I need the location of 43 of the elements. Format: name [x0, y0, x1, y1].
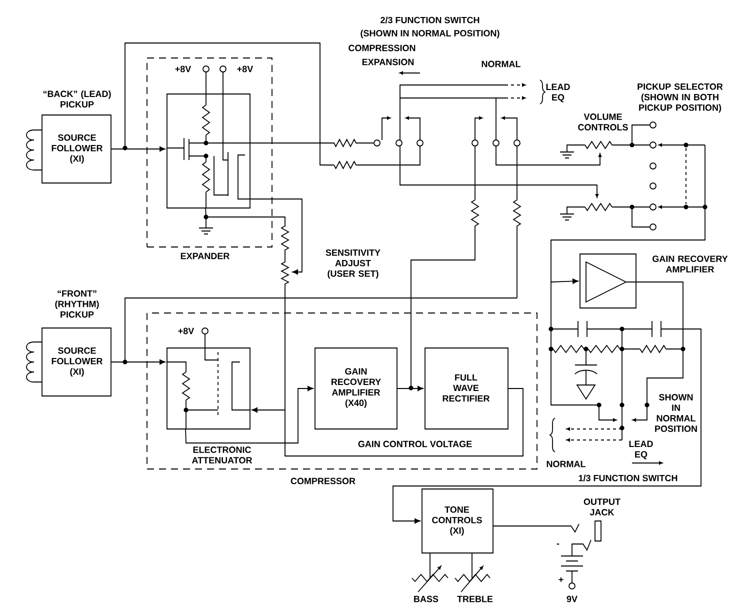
switch-label: 1/3 FUNCTION SWITCH — [578, 474, 678, 482]
switch-label: (SHOWN IN NORMAL POSITION) — [360, 30, 500, 38]
control-label: BASS — [414, 596, 438, 602]
jack-label: OUTPUT JACK — [584, 498, 620, 516]
mode-label: NORMAL — [482, 60, 520, 68]
voltage-label: 9V — [566, 596, 578, 602]
rectifier-box: FULL WAVE RECTIFIER — [424, 348, 508, 430]
group-label: EXPANDER — [180, 252, 230, 260]
switch-label: 2/3 FUNCTION SWITCH — [380, 16, 480, 24]
mode-label: NORMAL — [546, 460, 586, 468]
note-label: SHOWN IN NORMAL POSITION — [655, 394, 697, 432]
source-follower-box: SOURCE FOLLOWER (XI) — [42, 114, 112, 184]
arrow — [250, 198, 302, 275]
amplifier-label: GAIN RECOVERY AMPLIFIER — [652, 256, 728, 272]
output-label: LEAD EQ — [546, 84, 570, 102]
tone-control-box: TONE CONTROLS (XI) — [422, 488, 494, 554]
group-label: COMPRESSOR — [290, 478, 356, 484]
edge-label: GAIN CONTROL VOLTAGE — [356, 440, 474, 448]
polarity-label: - — [556, 544, 560, 545]
control-label: VOLUME CONTROLS — [578, 114, 628, 130]
voltage-label: +8V — [237, 66, 254, 72]
control-label: SENSITIVITY ADJUST (USER SET) — [326, 249, 380, 279]
pickup-label: “BACK” (LEAD) PICKUP — [43, 90, 111, 108]
polarity-label: + — [558, 577, 564, 582]
control-label: TREBLE — [457, 596, 493, 602]
arrow — [111, 359, 166, 365]
mode-label: COMPRESSION — [348, 44, 416, 52]
arrow — [252, 388, 524, 456]
source-follower-box: SOURCE FOLLOWER (XI) — [42, 328, 112, 396]
arrow — [111, 146, 166, 152]
voltage-label: +8V — [175, 66, 192, 72]
arrow — [392, 328, 702, 524]
arrow — [550, 278, 578, 284]
pickup-label: “FRONT” (RHYTHM) PICKUP — [55, 290, 99, 318]
arrow — [397, 386, 424, 392]
output-label: LEAD EQ — [629, 440, 653, 460]
mode-label: EXPANSION — [362, 58, 414, 66]
selector-label: PICKUP SELECTOR (SHOWN IN BOTH PICKUP POSITION) — [638, 83, 723, 113]
amplifier-box: GAIN RECOVERY AMPLIFIER (X40) — [314, 348, 398, 430]
voltage-label: +8V — [178, 328, 194, 334]
transistor-box — [166, 94, 250, 208]
arrow — [185, 386, 314, 444]
box-label: ELECTRONIC ATTENUATOR — [192, 446, 252, 464]
